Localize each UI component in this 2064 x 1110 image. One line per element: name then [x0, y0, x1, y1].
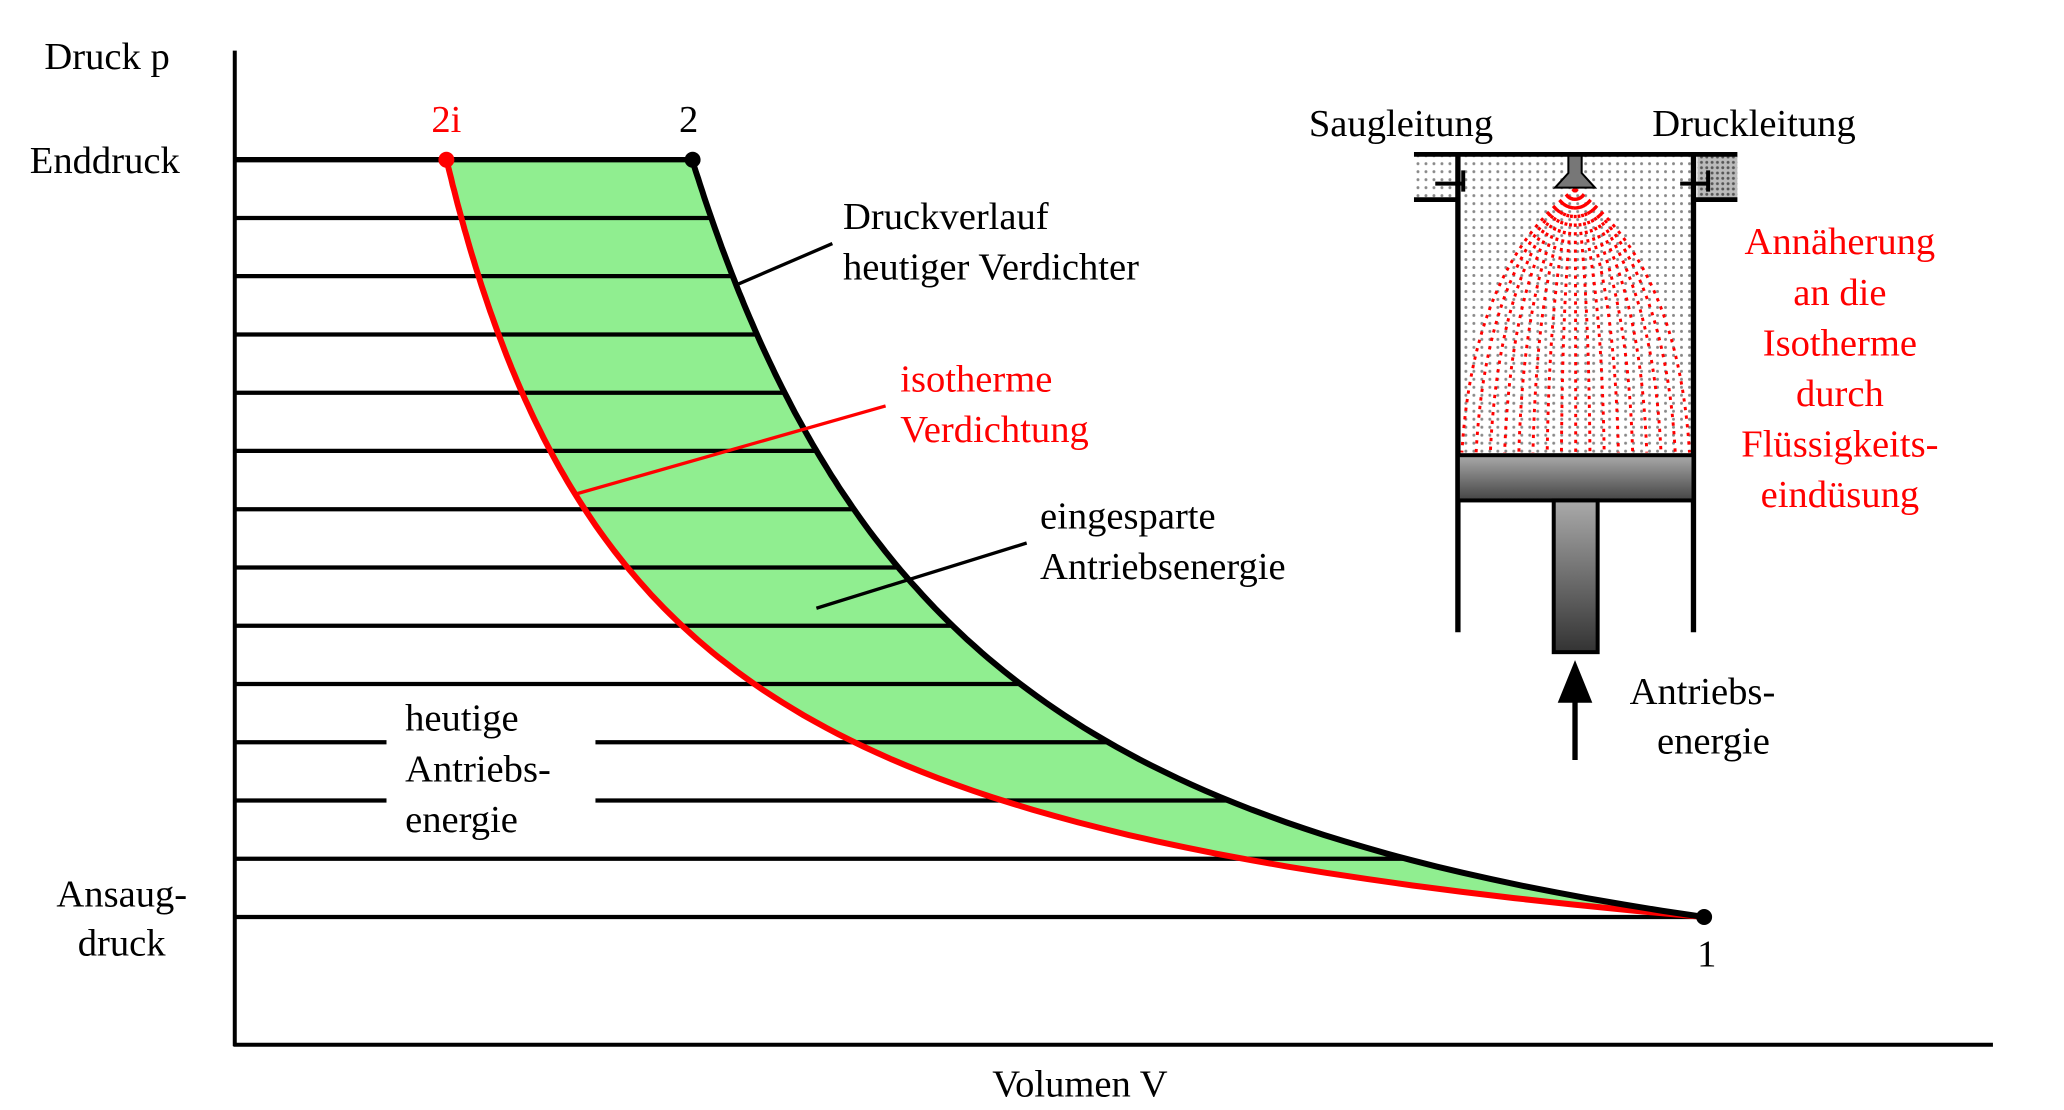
- leader-isotherm: [576, 404, 887, 496]
- svg-text:Isotherme: Isotherme: [1763, 322, 1917, 364]
- spray-stream: [1573, 188, 1592, 453]
- point-2-label: 2: [679, 99, 698, 141]
- spray-stream: [1573, 188, 1635, 453]
- suction-line-label: Saugleitung: [1309, 103, 1493, 145]
- point-1-label: 1: [1697, 933, 1716, 975]
- current-note-1: heutige: [405, 698, 519, 740]
- leader-saved: [815, 541, 1028, 610]
- spray-stream: [1460, 187, 1576, 453]
- ansaugdruck-label-2: druck: [78, 923, 167, 965]
- point-1-marker: [1696, 909, 1713, 925]
- saved-note-2: Antriebsenergie: [1040, 546, 1286, 588]
- svg-text:durch: durch: [1796, 373, 1884, 415]
- drive-energy-label-1: Antriebs-: [1630, 671, 1776, 713]
- leader-polytropic: [735, 242, 834, 287]
- pressure-valve-icon: [1680, 170, 1711, 192]
- polytropic-note-1: Druckverlauf: [843, 196, 1049, 238]
- liquid-spray: [1460, 187, 1691, 453]
- svg-text:an die: an die: [1793, 272, 1886, 314]
- piston-rod: [1551, 498, 1600, 655]
- spray-stream: [1503, 188, 1577, 453]
- point-2i-marker: [438, 151, 455, 168]
- spray-stream: [1573, 188, 1649, 453]
- piston: [1455, 453, 1696, 503]
- isotherm-curve: [443, 159, 1705, 920]
- current-note-3: energie: [405, 799, 518, 841]
- pressure-line-label: Druckleitung: [1652, 103, 1856, 145]
- svg-text:Flüssigkeits-: Flüssigkeits-: [1741, 424, 1938, 466]
- ansaugdruck-label-1: Ansaug-: [56, 873, 187, 915]
- spray-stream: [1574, 187, 1691, 453]
- compressor-cylinder: [1413, 152, 1738, 760]
- spray-stream: [1573, 187, 1663, 453]
- saved-note-1: eingesparte: [1040, 495, 1216, 537]
- arrow-up-icon: [1557, 660, 1593, 703]
- drive-energy-label-2: energie: [1657, 720, 1770, 762]
- x-axis-label: Volumen V: [992, 1064, 1168, 1106]
- y-axis-label: Druck p: [44, 36, 169, 78]
- spray-stream: [1573, 188, 1606, 453]
- spray-stream: [1488, 187, 1577, 453]
- nozzle-icon: [1552, 154, 1598, 189]
- pressure-levels: [234, 157, 1705, 920]
- spray-stream: [1559, 188, 1577, 453]
- current-note-2: Antriebs-: [405, 748, 551, 790]
- point-2-marker: [684, 151, 701, 168]
- isotherm-note-1: isotherme: [900, 358, 1052, 400]
- label-gap: [386, 732, 596, 812]
- point-2i-label: 2i: [431, 99, 461, 141]
- spray-stream: [1573, 188, 1578, 453]
- isotherm-note-2: Verdichtung: [900, 409, 1089, 451]
- polytropic-curve: [689, 158, 1705, 920]
- suction-valve-icon: [1435, 170, 1466, 192]
- svg-text:eindüsung: eindüsung: [1761, 474, 1920, 516]
- spray-stream: [1517, 188, 1577, 453]
- svg-text:Annäherung: Annäherung: [1745, 221, 1936, 263]
- spray-stream: [1545, 188, 1577, 453]
- spray-stream: [1574, 187, 1677, 453]
- injection-note: Annäherung an die Isotherme durch Flüssi…: [1741, 221, 1938, 516]
- spray-stream: [1474, 187, 1576, 453]
- polytropic-note-2: heutiger Verdichter: [843, 246, 1139, 288]
- enddruck-label: Enddruck: [30, 140, 181, 182]
